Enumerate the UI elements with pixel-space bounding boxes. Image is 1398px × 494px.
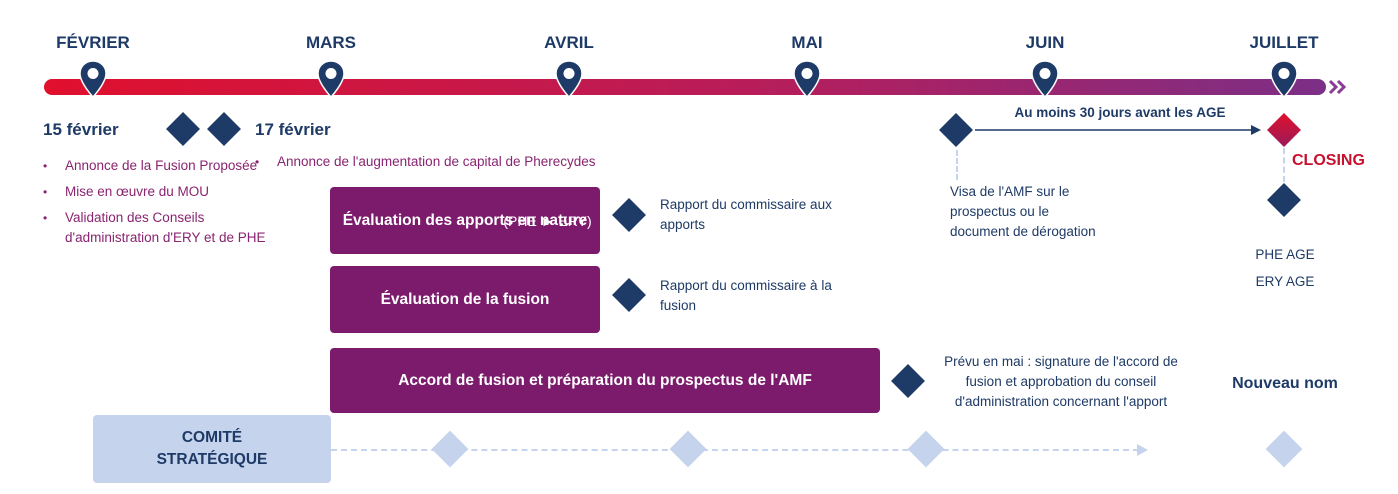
pin-icon — [317, 60, 345, 98]
comite-milestone-diamond — [669, 430, 707, 468]
comite-milestone-diamond — [907, 430, 945, 468]
comite-box: COMITÉ STRATÉGIQUE — [93, 415, 331, 483]
milestone-diamond — [207, 112, 241, 146]
month-label-mars: MARS — [305, 33, 357, 52]
note-thirty-days: Au moins 30 jours avant les AGE — [1014, 105, 1226, 120]
workstream-evaluation-fusion: Évaluation de la fusion — [330, 266, 600, 333]
list-item: Mise en œuvre du MOU — [43, 182, 268, 202]
workstream-title: Évaluation des apports en nature — [342, 211, 588, 229]
comite-milestone-diamond — [431, 430, 469, 468]
workstream-title: Accord de fusion et préparation du prosp… — [398, 371, 812, 389]
workstream-evaluation-apports: Évaluation des apports en nature (PHE ► … — [330, 187, 600, 254]
list-item: Annonce de la Fusion Proposée — [43, 156, 268, 176]
pin-icon — [1270, 60, 1298, 98]
note-rapport-apports: Rapport du commissaire aux apports — [660, 197, 832, 232]
pin-icon — [1031, 60, 1059, 98]
workstream-accord-fusion: Accord de fusion et préparation du prosp… — [330, 348, 880, 413]
comite-label: COMITÉ STRATÉGIQUE — [156, 429, 268, 468]
timeline-bar — [44, 79, 1347, 95]
workstream-title: Évaluation de la fusion — [380, 290, 550, 308]
closing-diamond-icon — [1267, 113, 1301, 147]
workstream-suffix: (PHE ► ERY) — [503, 212, 592, 229]
milestone-diamond — [891, 364, 925, 398]
milestone-diamond — [166, 112, 200, 146]
note-rapport-fusion: Rapport du commissaire à la fusion — [660, 278, 832, 313]
milestone-diamond — [612, 278, 646, 312]
label-nouveau-nom: Nouveau nom — [1232, 375, 1338, 392]
list-item: Validation des Conseils d'administration… — [43, 208, 268, 248]
month-label-mai: MAI — [791, 33, 823, 52]
month-label-juillet: JUILLET — [1249, 33, 1319, 52]
label-ery-age: ERY AGE — [1255, 274, 1315, 289]
closing-label: CLOSING — [1292, 152, 1365, 169]
feb17-bullet-list: Annonce de l'augmentation de capital de … — [255, 152, 735, 178]
arrow-head-icon — [1137, 444, 1148, 456]
month-label-fevrier: FÉVRIER — [56, 33, 130, 52]
milestone-diamond — [1267, 183, 1301, 217]
milestone-diamond — [939, 113, 973, 147]
arrow-icon — [975, 125, 1261, 135]
feb15-bullet-list: Annonce de la Fusion Proposée Mise en œu… — [43, 156, 268, 254]
pin-icon — [793, 60, 821, 98]
comite-dashed-line — [331, 449, 1139, 451]
note-visa-amf: Visa de l'AMF sur le prospectus ou le do… — [950, 184, 1096, 239]
date-17-fevrier: 17 février — [255, 120, 331, 139]
month-label-juin: JUIN — [1025, 33, 1065, 52]
dashed-connector — [1283, 148, 1285, 182]
pin-icon — [555, 60, 583, 98]
list-item: Annonce de l'augmentation de capital de … — [255, 152, 735, 172]
milestone-diamond — [612, 198, 646, 232]
dashed-connector — [956, 150, 958, 180]
pin-icon — [79, 60, 107, 98]
date-15-fevrier: 15 février — [43, 120, 119, 139]
note-prevu-mai: Prévu en mai : signature de l'accord de … — [944, 354, 1178, 409]
label-phe-age: PHE AGE — [1255, 247, 1315, 262]
month-label-avril: AVRIL — [544, 33, 594, 52]
comite-milestone-diamond — [1265, 430, 1303, 468]
